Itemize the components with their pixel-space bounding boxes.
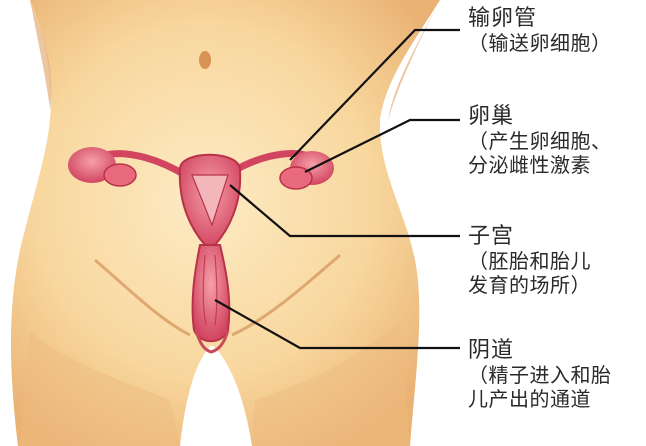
- label-vagina-desc-2: 儿产出的通道: [468, 388, 612, 412]
- label-vagina-desc-1: （精子进入和胎: [468, 364, 612, 388]
- label-ovary-desc-2: 分泌雌性激素: [468, 154, 612, 178]
- label-uterus-desc-2: 发育的场所）: [468, 274, 591, 298]
- label-vagina-title: 阴道: [468, 338, 612, 364]
- label-oviduct: 输卵管 （输送卵细胞）: [468, 6, 612, 56]
- label-oviduct-desc-1: （输送卵细胞）: [468, 32, 612, 56]
- label-uterus-title: 子宫: [468, 224, 591, 250]
- label-oviduct-title: 输卵管: [468, 6, 612, 32]
- vagina-canal: [193, 245, 230, 341]
- label-uterus-desc-1: （胚胎和胎儿: [468, 250, 591, 274]
- label-vagina: 阴道 （精子进入和胎 儿产出的通道: [468, 338, 612, 411]
- ovary-left: [104, 164, 136, 186]
- label-ovary: 卵巢 （产生卵细胞、 分泌雌性激素: [468, 104, 612, 177]
- label-uterus: 子宫 （胚胎和胎儿 发育的场所）: [468, 224, 591, 297]
- label-ovary-title: 卵巢: [468, 104, 612, 130]
- label-ovary-desc-1: （产生卵细胞、: [468, 130, 612, 154]
- navel: [199, 51, 211, 69]
